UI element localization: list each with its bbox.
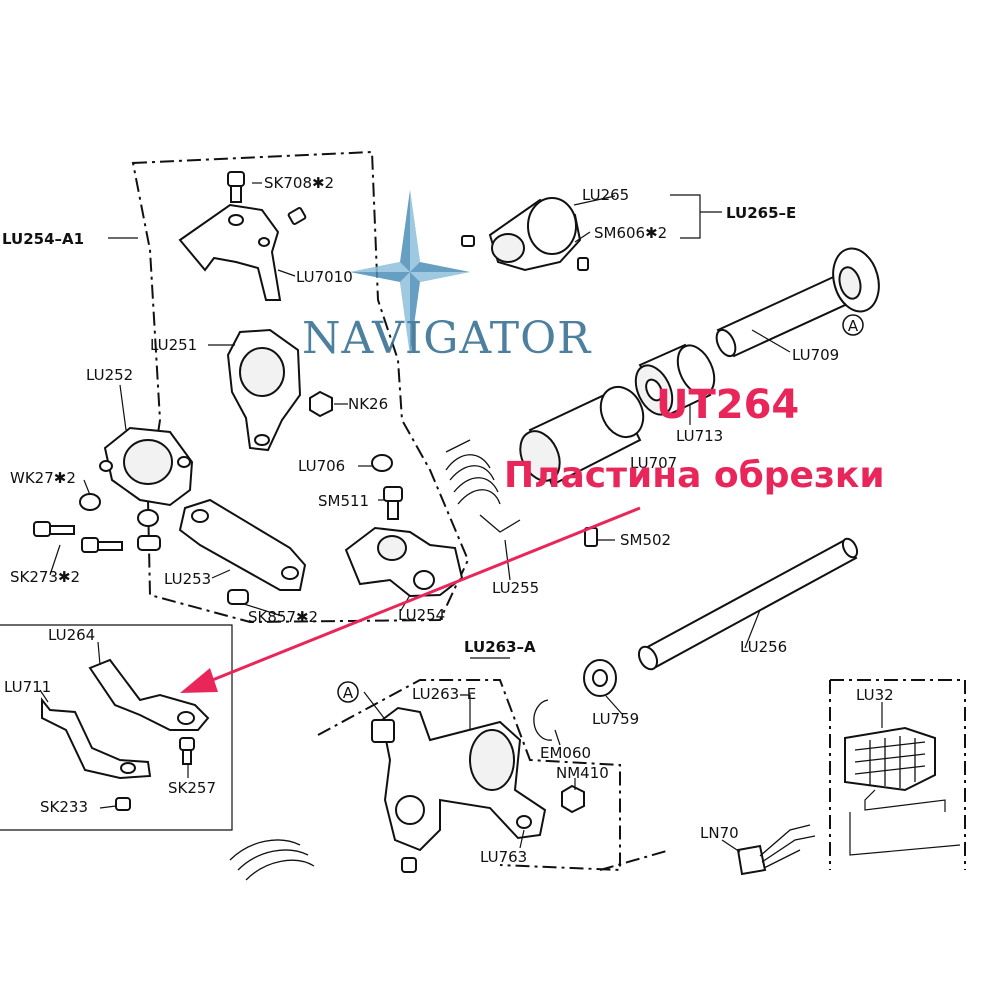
plate-lu711 [41,697,152,780]
label-sk708: SK708✱2 [264,174,334,192]
label-nk26: NK26 [348,395,388,413]
label-sk857: SK857✱2 [248,608,318,626]
label-lu265: LU265 [582,186,629,204]
bracket-lu263-e [460,694,471,740]
label-lu7010: LU7010 [296,268,353,286]
shaft-lu709 [715,247,880,358]
label-wk27: WK27✱2 [10,469,76,487]
ring-em060 [533,699,553,741]
label-lu255: LU255 [492,579,539,597]
label-lu707: LU707 [630,454,677,472]
group-boundary-lu32 [830,679,966,870]
label-lu254: LU254 [398,606,445,624]
label-lu763: LU763 [480,848,527,866]
svg-text:A: A [848,317,859,335]
marker-a-top: A [842,314,864,336]
group-boundary-lu254-a1 [131,150,470,624]
label-lu264: LU264 [48,626,95,644]
label-nm410: NM410 [556,764,609,782]
watermark-text: NAVIGATOR [302,313,592,364]
screw-small-top [287,207,307,225]
label-lu713: LU713 [676,427,723,445]
label-lu263-e: LU263–E [412,685,476,703]
group-boundary-lu263-a-2 [599,849,671,871]
screws-sk273 [33,521,123,553]
sensor-ln70 [736,824,816,876]
nut-nk26 [309,390,333,418]
plate-lu7010 [178,203,282,301]
nut-nm410 [561,784,585,814]
label-lu263-a: LU263–A [464,638,536,656]
label-lu256: LU256 [740,638,787,656]
connector-lu32 [844,726,961,856]
label-lu251: LU251 [150,336,197,354]
washer-wk27 [79,493,101,511]
link-lu253 [178,498,307,591]
collar-lu713 [634,343,716,417]
plate-lu264 [88,658,210,731]
screw-bottom [401,857,417,873]
washer-lu759 [583,659,617,697]
arrow-head-icon [180,668,218,693]
annotation-code: UT264 [656,382,799,428]
bracket-lu265-e [670,194,722,239]
marker-a-bottom: A [337,681,359,703]
screws-sk857 [137,535,249,605]
lever-lu263-e [371,706,547,852]
label-sk273: SK273✱2 [10,568,80,586]
annotation-arrow [180,506,641,693]
label-sm502: SM502 [620,531,671,549]
label-lu706: LU706 [298,457,345,475]
label-sm511: SM511 [318,492,369,510]
label-lu253: LU253 [164,570,211,588]
spring-lu255 [445,439,521,533]
label-sm606: SM606✱2 [594,224,667,242]
screw-sk708 [227,171,245,203]
label-lu709: LU709 [792,346,839,364]
label-lu252: LU252 [86,366,133,384]
label-sk233: SK233 [40,798,88,816]
label-lu254-a1: LU254–A1 [2,230,84,248]
svg-text:A: A [343,684,354,702]
shaft-lu256 [637,537,859,671]
navigator-logo: NAVIGATOR [302,190,592,364]
bushing-lu706 [371,454,393,472]
screw-sm511 [383,486,403,520]
group-boundary-lu263-a [317,679,621,872]
spring-bottom [229,839,315,881]
label-lu265-e: LU265–E [726,204,796,222]
screw-sk257 [179,737,195,765]
inset-box-lu264 [0,624,233,831]
label-lu759: LU759 [592,710,639,728]
label-lu711: LU711 [4,678,51,696]
annotation-name: Пластина обрезки [504,455,885,496]
label-ln70: LN70 [700,824,739,842]
screw-sk233 [115,797,131,811]
label-lu32: LU32 [856,686,894,704]
label-sk257: SK257 [168,779,216,797]
sleeve-lu707 [519,385,645,487]
label-em060: EM060 [540,744,591,762]
eccentric-lu265 [461,197,589,272]
